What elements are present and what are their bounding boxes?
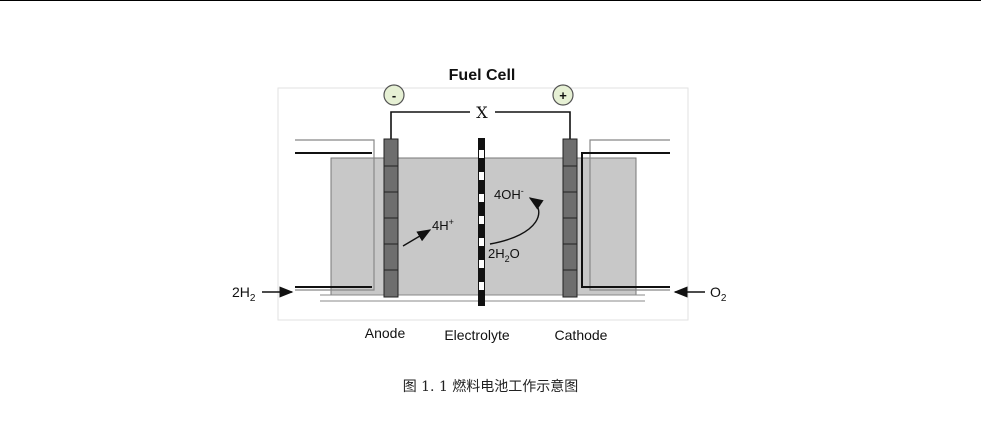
oxygen-input-label: O2 [710, 284, 727, 304]
external-circuit [390, 111, 571, 139]
figure-caption: 图 1. 1 燃料电池工作示意图 [402, 379, 579, 395]
diagram-title: Fuel Cell [449, 67, 516, 84]
electrolyte-label: Electrolyte [444, 327, 510, 343]
proton-flow-arrow [402, 229, 432, 247]
load-label: X [476, 103, 488, 122]
positive-terminal: + [552, 84, 574, 106]
diagram-frame [277, 87, 689, 321]
hydrogen-input-label: 2H2 [232, 284, 256, 304]
cathode-gas-channel [581, 139, 670, 291]
positive-terminal-label: + [559, 88, 567, 103]
negative-terminal: - [383, 84, 405, 106]
anode-electrode [383, 138, 399, 298]
electrolyte-membrane [478, 138, 485, 306]
hydroxide-label: 4OH- [494, 186, 524, 202]
negative-terminal-label: - [392, 88, 396, 103]
top-rule [0, 0, 981, 1]
cathode-electrode [562, 138, 578, 298]
hydroxide-flow-arrow [489, 197, 544, 245]
proton-label: 4H+ [432, 217, 454, 233]
water-label: 2H2O [488, 246, 520, 264]
cathode-label: Cathode [555, 327, 608, 343]
anode-label: Anode [365, 325, 406, 341]
anode-gas-channel [295, 139, 375, 291]
